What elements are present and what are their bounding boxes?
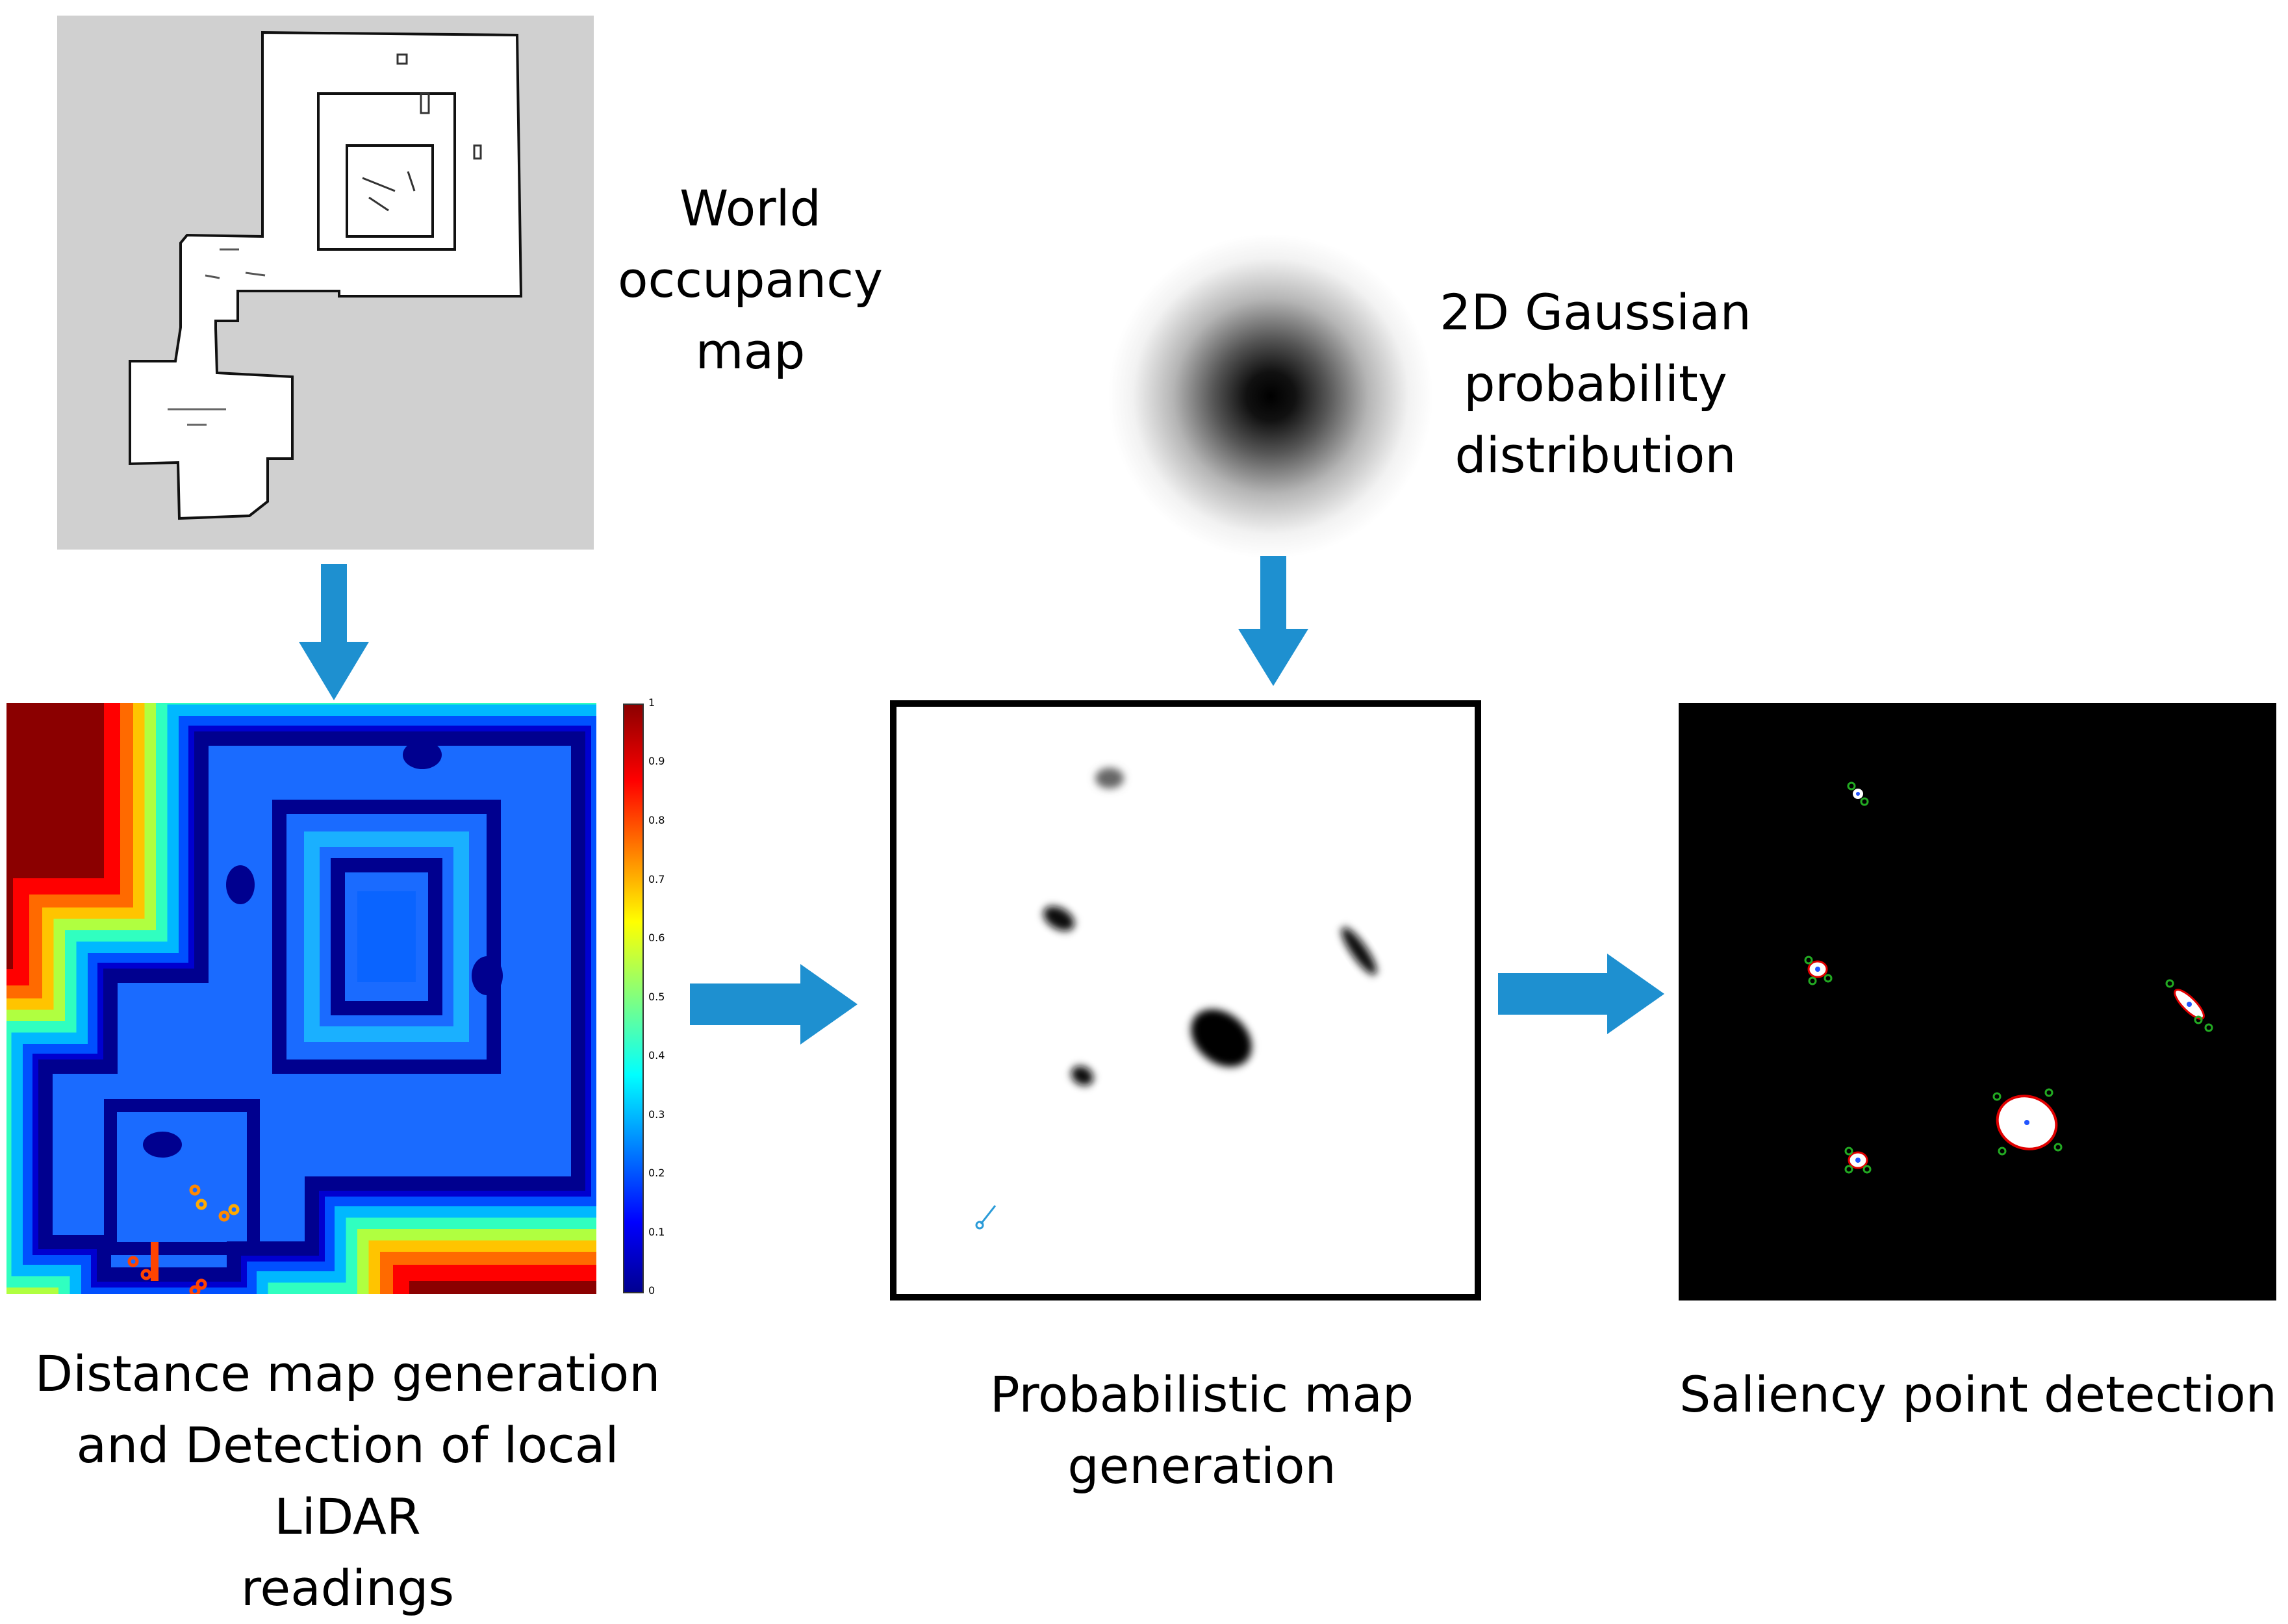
- colorbar-tick: 0.8: [648, 814, 665, 826]
- down-arrow: [299, 564, 369, 700]
- label-line: Distance map generation: [34, 1345, 661, 1402]
- colorbar-tick: 0.3: [648, 1108, 665, 1121]
- saliency-point: [1844, 1147, 1872, 1174]
- label-line: 2D Gaussian: [1440, 283, 1751, 341]
- colorbar-tick: 0.2: [648, 1167, 665, 1179]
- distance-map-label: Distance map generation and Detection of…: [13, 1338, 682, 1624]
- label-line: readings: [240, 1559, 455, 1617]
- label-line: Probabilistic map: [989, 1365, 1414, 1423]
- saliency-point: [1847, 781, 1869, 806]
- colorbar-tick: 0.7: [648, 873, 665, 885]
- label-line: distribution: [1455, 426, 1736, 484]
- gaussian-distribution-label: 2D Gaussian probability distribution: [1427, 277, 1764, 491]
- colorbar-tick: 0: [648, 1284, 655, 1297]
- saliency-points-image: [1679, 703, 2276, 1300]
- label-line: Saliency point detection: [1679, 1365, 2277, 1423]
- colorbar-tick: 0.9: [648, 755, 665, 767]
- colorbar-tick: 0.1: [648, 1226, 665, 1238]
- world-occupancy-map-label: World occupancy map: [598, 173, 903, 387]
- colorbar-ticks: 1 0.9 0.8 0.7 0.6 0.5 0.4 0.3 0.2 0.1 0: [648, 696, 674, 1300]
- label-line: World: [680, 179, 821, 237]
- right-arrow: [690, 964, 858, 1045]
- saliency-point: [1992, 1088, 2063, 1156]
- label-line: and Detection of local LiDAR: [76, 1416, 619, 1545]
- colorbar: [622, 703, 668, 1294]
- colorbar-tick: 1: [648, 696, 655, 709]
- down-arrow: [1238, 556, 1308, 686]
- colorbar-tick: 0.4: [648, 1049, 665, 1061]
- label-line: map: [695, 322, 806, 380]
- distance-map-image: [6, 703, 596, 1294]
- label-line: occupancy: [618, 251, 883, 309]
- colorbar-tick: 0.5: [648, 991, 665, 1003]
- label-line: probability: [1464, 355, 1727, 412]
- world-occupancy-map-image: [57, 16, 594, 550]
- saliency-point: [1804, 956, 1833, 985]
- gaussian-distribution-image: [1108, 234, 1433, 559]
- saliency-detection-label: Saliency point detection: [1676, 1359, 2280, 1430]
- probabilistic-map-label: Probabilistic map generation: [974, 1359, 1429, 1502]
- label-line: generation: [1067, 1437, 1336, 1495]
- right-arrow: [1498, 954, 1664, 1034]
- probabilistic-map-image: [890, 700, 1481, 1300]
- colorbar-tick: 0.6: [648, 932, 665, 944]
- saliency-point: [2165, 979, 2213, 1032]
